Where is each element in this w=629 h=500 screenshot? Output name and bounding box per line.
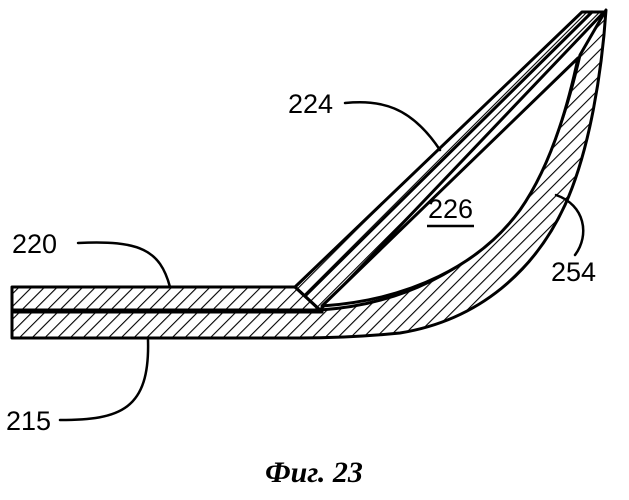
leader-215 [60, 340, 148, 420]
layer-220 [12, 287, 322, 312]
label-226: 226 [428, 194, 473, 224]
leader-220 [78, 243, 170, 287]
label-215: 215 [6, 406, 51, 436]
label-254: 254 [551, 257, 596, 287]
leader-224 [345, 102, 440, 150]
label-220: 220 [12, 229, 57, 259]
figure-caption: Фиг. 23 [265, 456, 363, 489]
label-224: 224 [288, 89, 333, 119]
